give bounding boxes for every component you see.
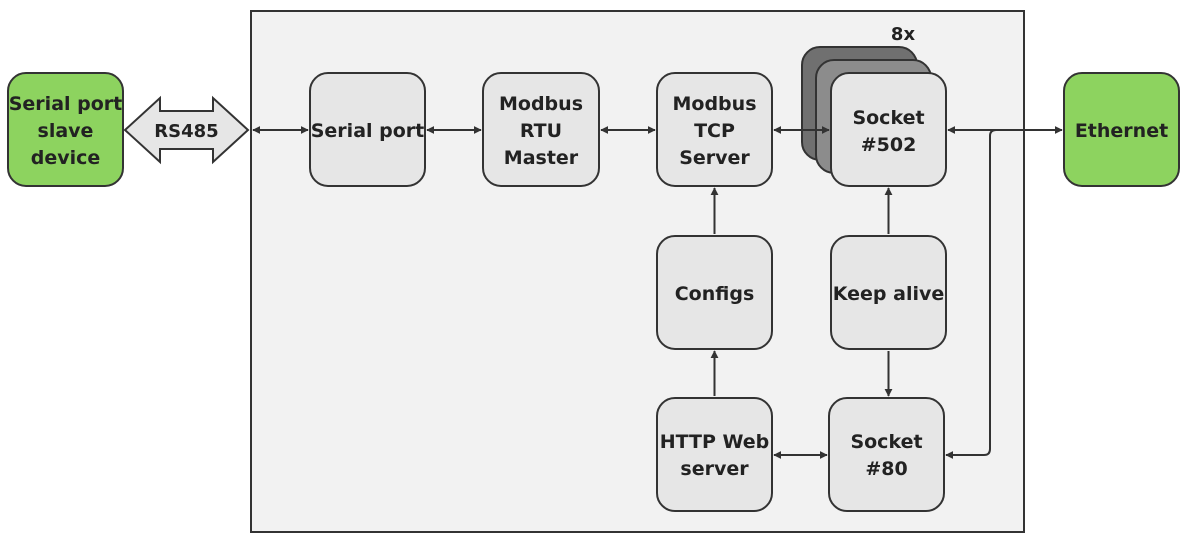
http-web-label-line1: HTTP Web — [660, 431, 770, 453]
http-web-label-line2: server — [680, 458, 749, 480]
socket-502-label-line2: #502 — [861, 134, 917, 156]
socket-80-node: Socket #80 — [828, 397, 945, 512]
http-web-server-node: HTTP Web server — [656, 397, 773, 512]
socket-80-label-line2: #80 — [865, 458, 907, 480]
configs-label: Configs — [675, 283, 755, 305]
socket-502-label-line1: Socket — [852, 107, 924, 129]
modbus-tcp-label-line3: Server — [679, 147, 750, 169]
keep-alive-node: Keep alive — [830, 235, 947, 350]
ethernet-label: Ethernet — [1075, 120, 1168, 142]
serial-device-label-line3: device — [31, 147, 101, 169]
modbus-tcp-label-line1: Modbus — [673, 93, 757, 115]
serial-port-node: Serial port — [309, 72, 426, 187]
modbus-tcp-server-node: Modbus TCP Server — [656, 72, 773, 187]
modbus-rtu-master-node: Modbus RTU Master — [482, 72, 600, 187]
socket-80-label-line1: Socket — [850, 431, 922, 453]
socket-502-front — [830, 72, 947, 187]
configs-node: Configs — [656, 235, 773, 350]
connector-socket-80-to-ethernet — [945, 129, 1000, 459]
socket-502-stack: 8x Socket #502 — [801, 24, 947, 187]
serial-port-slave-device: Serial port slave device — [7, 72, 124, 187]
modbus-tcp-label-line2: TCP — [694, 120, 735, 142]
ethernet-node: Ethernet — [1063, 72, 1180, 187]
rs485-label: RS485 — [154, 121, 218, 142]
serial-device-label-line2: slave — [38, 120, 94, 142]
socket-502-multiplicity: 8x — [891, 24, 916, 45]
rs485-link: RS485 — [123, 95, 250, 165]
modbus-rtu-label-line1: Modbus — [499, 93, 583, 115]
serial-device-label-line1: Serial port — [9, 93, 123, 115]
modbus-rtu-label-line2: RTU — [520, 120, 562, 142]
keep-alive-label: Keep alive — [833, 283, 945, 305]
modbus-rtu-label-line3: Master — [504, 147, 579, 169]
serial-port-label: Serial port — [311, 120, 425, 142]
